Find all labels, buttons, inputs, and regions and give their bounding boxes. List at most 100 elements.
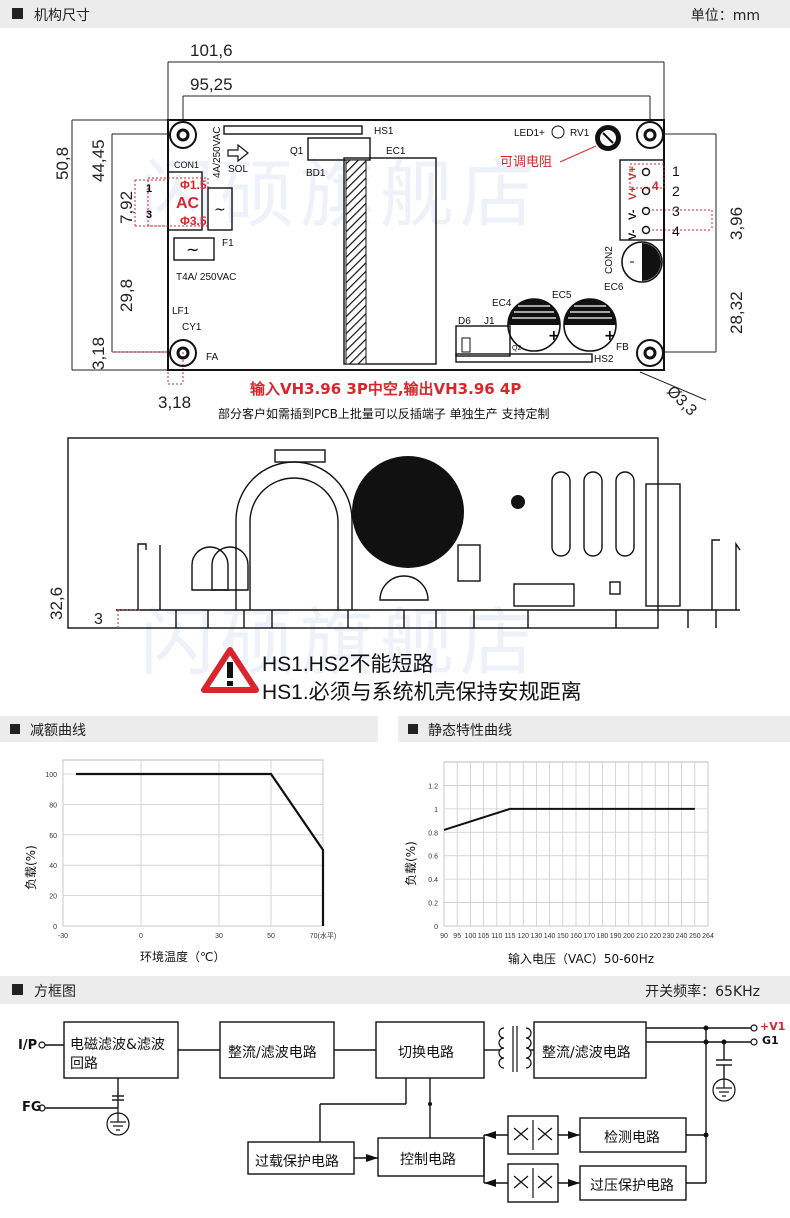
x-tick-label: -30 [58, 933, 68, 940]
label-lf1: LF1 [172, 306, 190, 317]
derating-title: 减额曲线 [30, 723, 86, 739]
switch-block: 切换电路 [398, 1045, 454, 1061]
x-tick-label: 95 [453, 933, 461, 940]
warning-text-1: HS1.HS2不能短路 [262, 653, 434, 676]
label-q1: Q1 [290, 146, 304, 157]
x-tick-label: 90 [440, 933, 448, 940]
label-vplus-2: V+ [627, 166, 639, 180]
y-tick-label: 0.6 [428, 854, 438, 861]
label-ec6: EC6 [604, 282, 624, 293]
x-tick-label: 220 [649, 933, 661, 940]
x-tick-label: 150 [557, 933, 569, 940]
static-ylabel: 负载(%) [404, 841, 418, 886]
label-con2: CON2 [604, 246, 615, 274]
tilde-icon: ~ [186, 240, 199, 259]
label-vplus-1: V+ [627, 186, 639, 200]
label-out-2: 2 [672, 183, 680, 199]
label-4a250vac: 4A/250VAC [212, 126, 223, 178]
dim-3-18-left: 3,18 [89, 337, 108, 370]
x-tick-label: 210 [636, 933, 648, 940]
label-f1: F1 [222, 238, 234, 249]
label-ec4: EC4 [492, 298, 512, 309]
label-ip: I/P [18, 1038, 38, 1053]
x-tick-label: 250 [689, 933, 701, 940]
x-tick-label: 264 [702, 933, 714, 940]
label-fa: FA [206, 352, 219, 363]
q1-block [307, 137, 371, 161]
block-title: 方框图 [34, 984, 76, 1000]
tilde-icon: ~ [214, 202, 226, 218]
dim-7-92: 7,92 [117, 191, 136, 224]
static-title: 静态特性曲线 [428, 723, 512, 739]
ec5-capacitor: + [507, 298, 561, 352]
x-tick-label: 120 [517, 933, 529, 940]
vplus-marker [629, 163, 665, 189]
label-hs1: HS1 [374, 126, 394, 137]
ec1-capacitor [343, 157, 437, 365]
x-tick-label: 115 [504, 933, 515, 940]
label-out-1: 1 [672, 163, 680, 179]
hs1-heatsink [223, 125, 363, 135]
derating-header-bar: 减额曲线 [0, 716, 378, 742]
dim-diameter-3-3: Ø3,3 [663, 383, 700, 420]
derating-ylabel: 负载(%) [24, 845, 38, 890]
dim-50-8: 50,8 [53, 147, 72, 180]
label-phi-1-5: Φ1.5 [180, 178, 207, 192]
terminal-v1-icon [750, 1024, 758, 1032]
custom-note: 部分客户如需插到PCB上批量可以反插端子 单独生产 支持定制 [218, 407, 550, 421]
label-hs2: HS2 [594, 354, 614, 365]
dim-3: 3 [94, 611, 103, 628]
ec6-capacitor: + [563, 298, 617, 352]
label-con1: CON1 [174, 160, 199, 170]
hs2-heatsink [455, 353, 593, 363]
dims-title: 机构尺寸 [34, 8, 90, 24]
svg-text:+: + [604, 328, 616, 344]
label-q2: Q2 [512, 345, 521, 352]
label-adjustable-resistor: 可调电阻 [500, 154, 552, 169]
label-d6: D6 [458, 316, 471, 327]
ovp-block: 过压保护电路 [590, 1178, 674, 1194]
con2-connector [619, 159, 665, 241]
label-v1: +V1 [760, 1020, 786, 1033]
x-tick-label: 100 [465, 933, 477, 940]
emi-filter-block: 电磁滤波&滤波回路 [70, 1037, 165, 1072]
transformer-icon [498, 1026, 532, 1072]
big-capacitor-top [352, 456, 464, 568]
bullet-square-icon [408, 724, 418, 734]
dim-3-96: 3,96 [727, 207, 746, 240]
x-tick-label: 130 [531, 933, 543, 940]
dim-101-6: 101,6 [190, 41, 233, 60]
mounting-hole-icon [169, 121, 664, 367]
x-tick-label: 140 [544, 933, 556, 940]
label-out-3: 3 [672, 203, 680, 219]
label-g1: G1 [762, 1034, 779, 1047]
x-tick-label: 170 [583, 933, 595, 940]
warning-text-2: HS1.必须与系统机壳保持安规距离 [262, 681, 582, 704]
label-vminus-1: V- [627, 229, 639, 240]
dim-28-32: 28,32 [727, 291, 746, 334]
y-tick-label: 0 [53, 924, 57, 931]
dims-header-bar: 机构尺寸 单位：mm [0, 0, 790, 28]
j1-connector [455, 325, 511, 357]
label-ec1: EC1 [386, 146, 406, 157]
label-fb: FB [616, 342, 629, 353]
rectifier-block-1: 整流/滤波电路 [228, 1045, 317, 1061]
arrow-right-icon [227, 143, 249, 163]
x-tick-label: 110 [491, 933, 502, 940]
unit-label: 单位：mm [690, 8, 760, 24]
x-tick-label: 160 [570, 933, 582, 940]
label-j1: J1 [484, 316, 495, 327]
x-tick-label: 240 [676, 933, 688, 940]
x-tick-label: 190 [610, 933, 622, 940]
rectifier-block-2: 整流/滤波电路 [542, 1045, 631, 1061]
ground-icon [106, 1078, 736, 1136]
label-fg: FG [22, 1100, 42, 1115]
dim-32-6: 32,6 [47, 587, 66, 620]
pcb-outline [167, 119, 665, 371]
y-tick-label: 60 [49, 833, 57, 840]
label-bd1: BD1 [306, 168, 326, 179]
watermark-mid: 闪硕旗舰店 [140, 600, 540, 686]
io-connector-note: 输入VH3.96 3P中空,输出VH3.96 4P [250, 380, 522, 398]
